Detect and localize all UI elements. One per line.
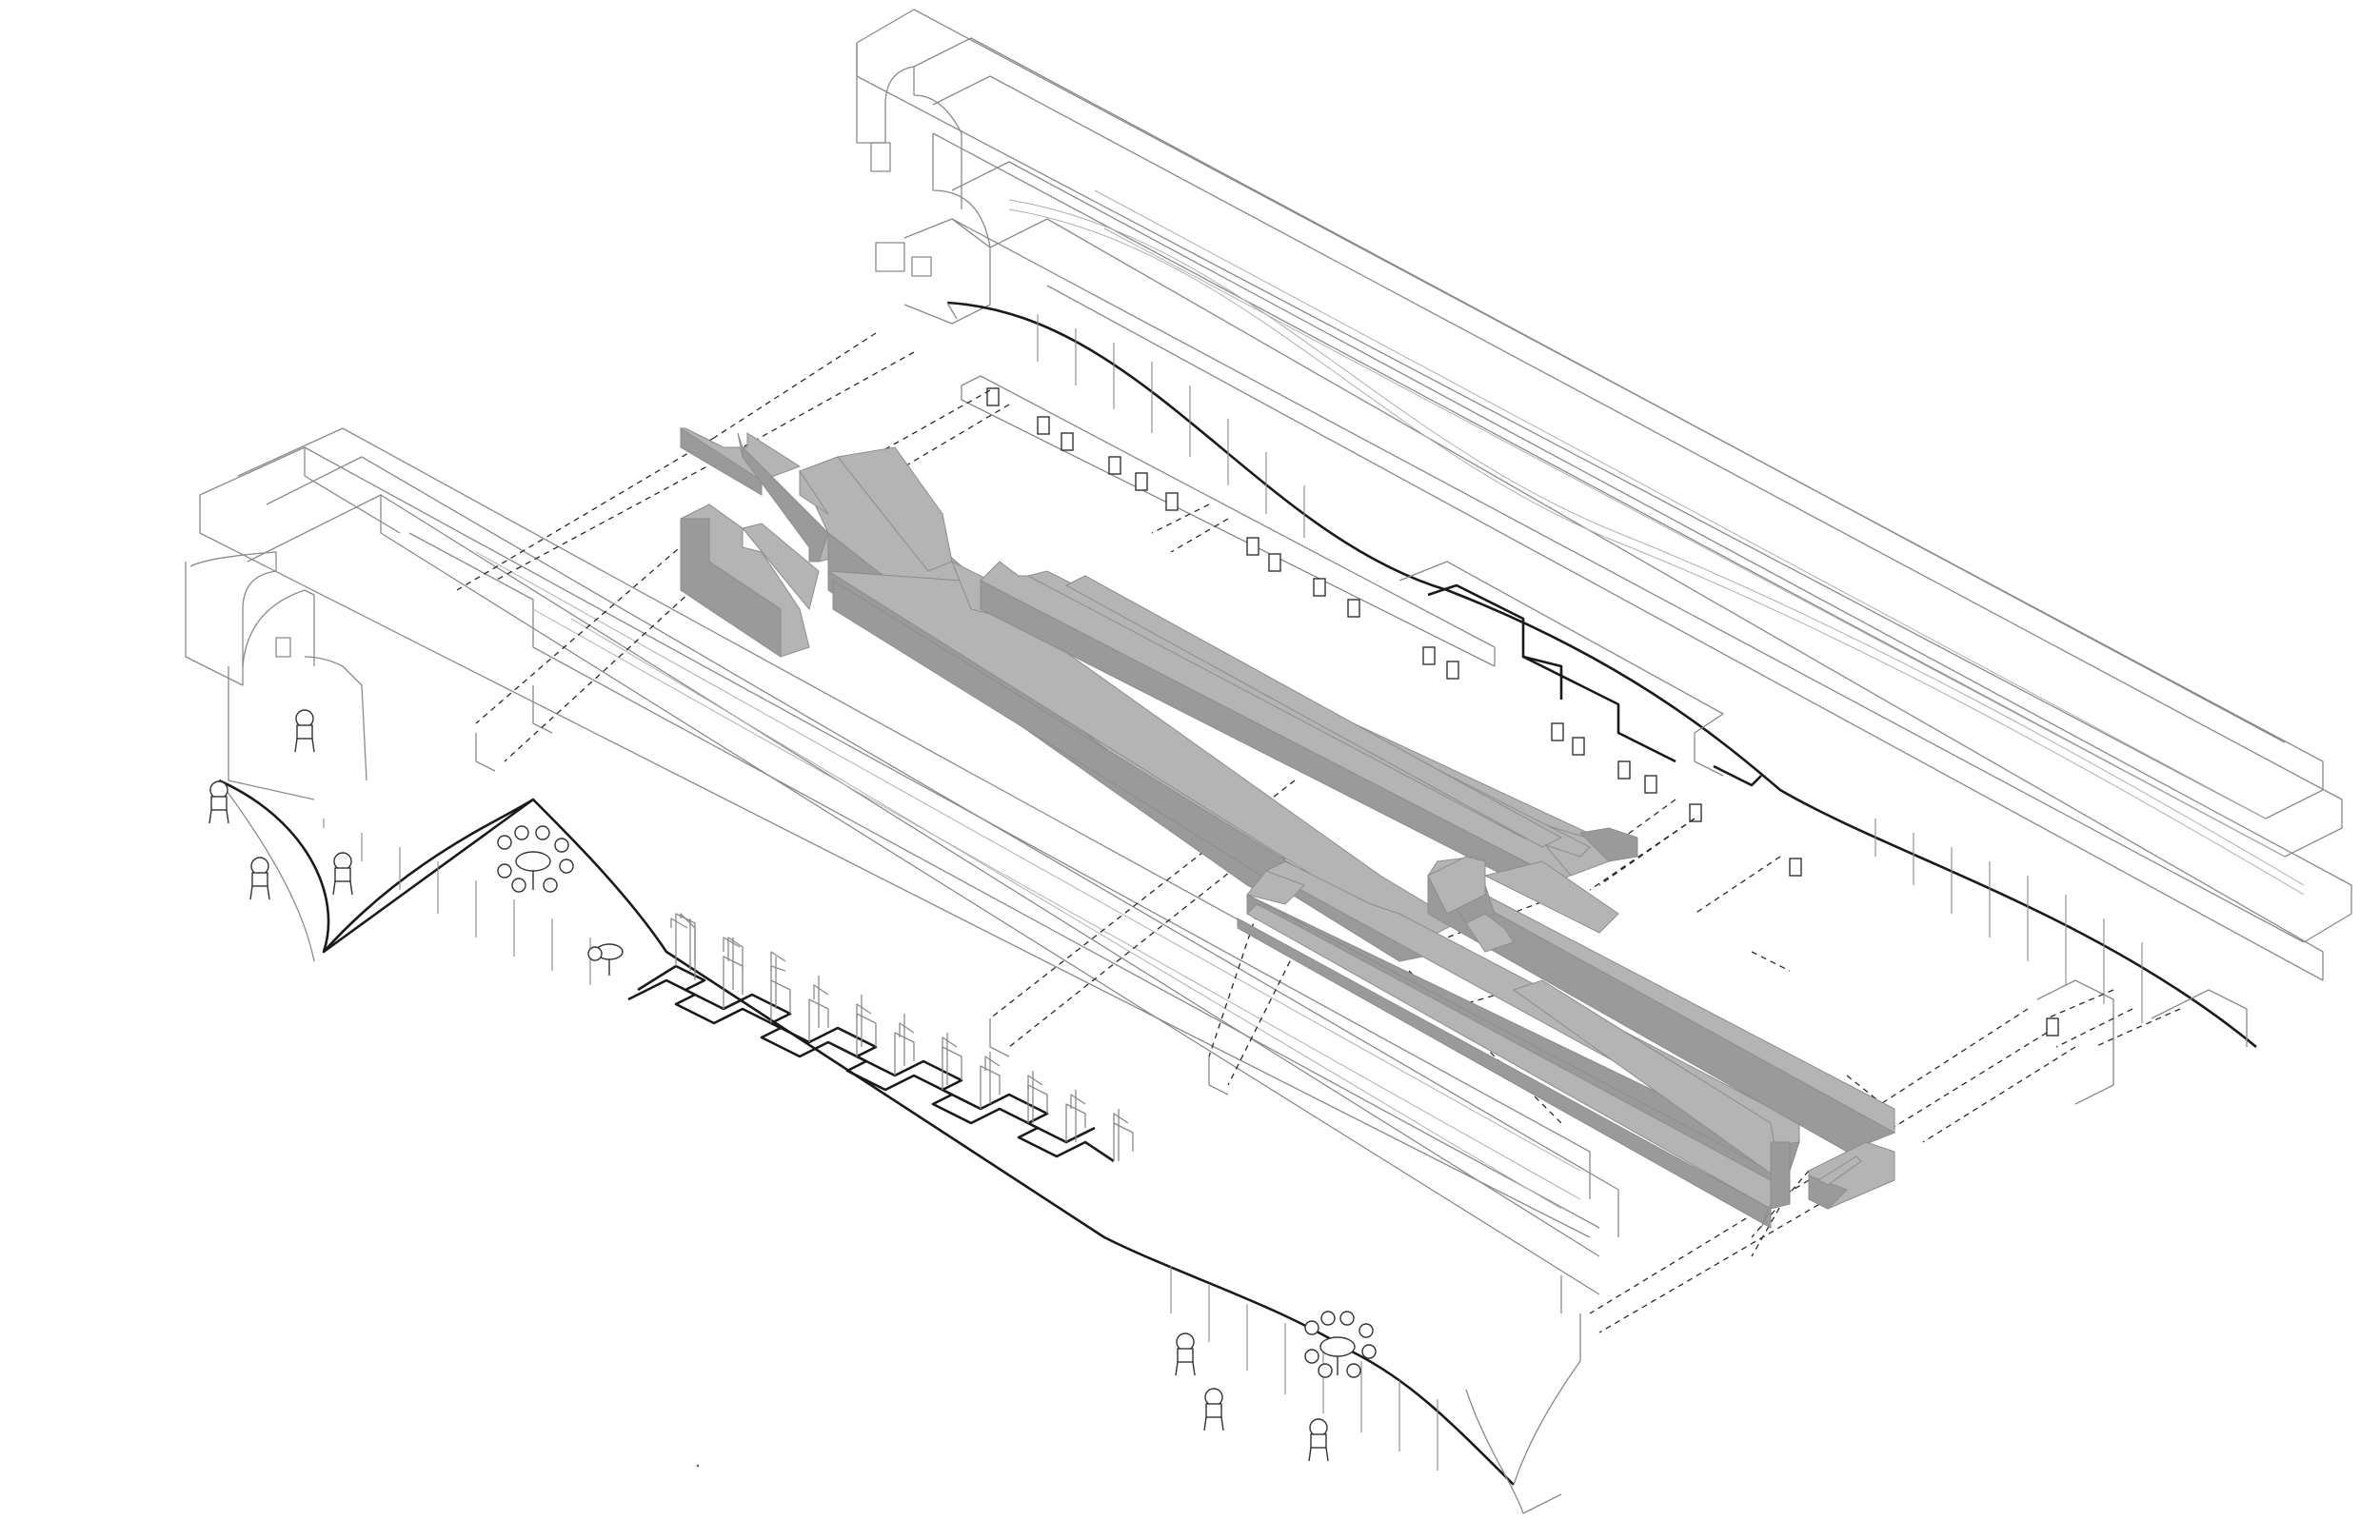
round-table-with-chairs (497, 825, 574, 893)
ramp-mid-stair (1427, 856, 1486, 915)
ramp-stair-left-lower (680, 503, 820, 658)
chair (1175, 1333, 1196, 1376)
ramp-diagonal-long (1427, 856, 1896, 1153)
grey-ramps (680, 427, 1896, 1229)
upper-hall-ribs (1037, 314, 2143, 1023)
chair (294, 709, 315, 753)
chair (208, 780, 229, 824)
chair (249, 857, 270, 900)
lower-left-structure (185, 427, 1619, 1514)
upper-right-structure (856, 9, 2352, 1105)
chair (332, 852, 353, 896)
small-table-with-chair (587, 943, 624, 976)
round-table-with-chairs (1304, 1311, 1377, 1378)
upper-hall-stools (986, 387, 2059, 1037)
chair (1308, 1418, 1329, 1462)
ramp-stair-left-upper (680, 427, 839, 563)
lower-hall-ribs (323, 819, 1438, 1471)
furniture-lower-left (208, 709, 624, 976)
chair (1203, 1388, 1224, 1431)
ramp-lower-long (1237, 903, 1791, 1229)
ramp-long-4 (1026, 570, 1591, 858)
furniture-lower-right (1175, 1311, 1377, 1462)
ramp-lower-end-stair (1808, 1141, 1895, 1210)
stray-dot (696, 1464, 700, 1468)
balcony-sawtooth (627, 913, 1134, 1163)
